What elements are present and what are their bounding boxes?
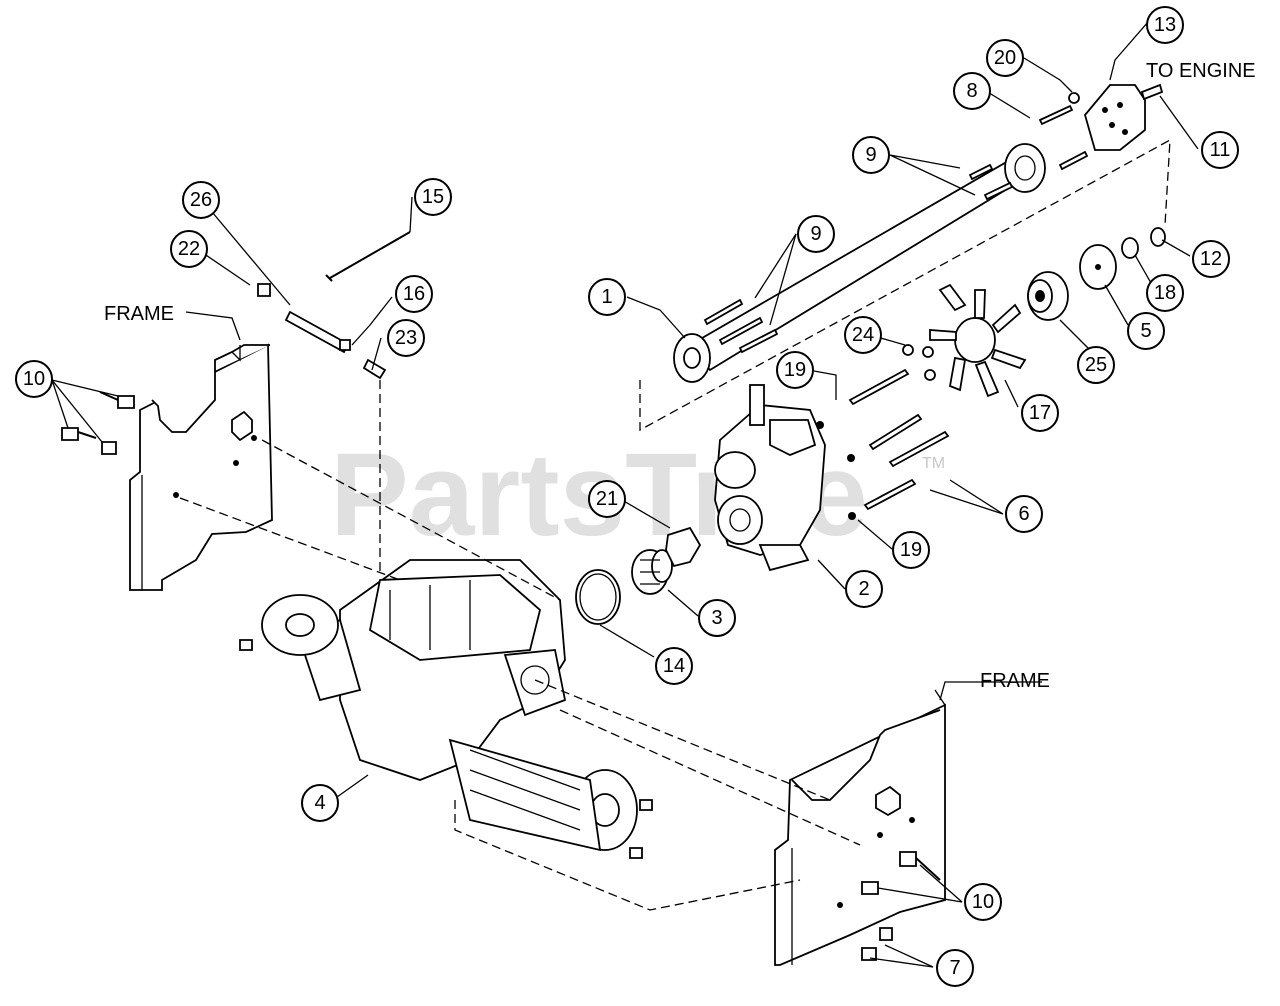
- callout-5: 5: [1127, 312, 1165, 350]
- svg-text:18: 18: [1154, 282, 1176, 304]
- svg-text:10: 10: [972, 891, 994, 913]
- fitting-tube: [284, 310, 350, 354]
- svg-text:26: 26: [190, 189, 212, 211]
- drive-shaft: [673, 143, 1046, 383]
- callout-9-top: 9: [852, 136, 890, 174]
- callout-21: 21: [588, 480, 626, 518]
- callout-8: 8: [953, 72, 991, 110]
- svg-text:7: 7: [949, 957, 960, 979]
- svg-text:12: 12: [1200, 248, 1222, 270]
- callout-10-right: 10: [964, 883, 1002, 921]
- drive-shaft-bolts: [703, 150, 1089, 354]
- svg-text:24: 24: [852, 324, 874, 346]
- hydraulic-pump: [714, 384, 856, 572]
- callout-15: 15: [414, 178, 452, 216]
- callout-24: 24: [844, 316, 882, 354]
- callout-23: 23: [387, 319, 425, 357]
- fitting: [257, 283, 387, 380]
- svg-text:25: 25: [1085, 354, 1107, 376]
- fan-hardware: [902, 344, 936, 381]
- alignment-lines: [179, 138, 1171, 911]
- svg-text:23: 23: [395, 327, 417, 349]
- svg-text:2: 2: [858, 578, 869, 600]
- callout-22: 22: [170, 230, 208, 268]
- engine-adapter-plate: [1084, 84, 1146, 151]
- svg-text:5: 5: [1140, 320, 1151, 342]
- to-engine-label: TO ENGINE: [1146, 60, 1256, 82]
- callout-19-bottom: 19: [892, 531, 930, 569]
- svg-text:17: 17: [1029, 402, 1051, 424]
- svg-text:21: 21: [596, 488, 618, 510]
- svg-text:19: 19: [784, 359, 806, 381]
- callout-9-mid: 9: [797, 215, 835, 253]
- callout-12: 12: [1192, 240, 1230, 278]
- svg-text:9: 9: [865, 144, 876, 166]
- frame-label-right: FRAME: [980, 670, 1050, 692]
- callout-3: 3: [698, 599, 736, 637]
- leader-lines: [51, 21, 1199, 968]
- cooling-fan: [929, 283, 1027, 398]
- svg-text:11: 11: [1210, 139, 1231, 161]
- gasket: [665, 526, 702, 568]
- callout-10-left: 10: [15, 360, 53, 398]
- svg-text:14: 14: [663, 655, 685, 677]
- svg-text:8: 8: [966, 80, 977, 102]
- transmission-assembly: [239, 559, 653, 859]
- svg-text:15: 15: [422, 186, 444, 208]
- coupling: [631, 549, 673, 595]
- svg-text:19: 19: [900, 539, 922, 561]
- callout-16: 16: [395, 275, 433, 313]
- svg-text:16: 16: [403, 283, 425, 305]
- washer-and-nut: [1121, 227, 1166, 259]
- pump-bolts: [848, 368, 950, 511]
- svg-text:10: 10: [23, 368, 45, 390]
- callout-4: 4: [301, 784, 339, 822]
- callout-6: 6: [1005, 495, 1043, 533]
- callout-19-top: 19: [776, 351, 814, 389]
- svg-text:9: 9: [810, 223, 821, 245]
- svg-text:4: 4: [314, 792, 325, 814]
- callout-13: 13: [1146, 6, 1184, 44]
- svg-text:20: 20: [994, 47, 1016, 69]
- left-frame-plate: [129, 343, 273, 591]
- svg-text:13: 13: [1154, 14, 1176, 36]
- callout-20: 20: [986, 39, 1024, 77]
- callout-18: 18: [1146, 274, 1184, 312]
- callout-14: 14: [655, 647, 693, 685]
- right-frame-plate: [774, 689, 946, 966]
- frame-label-left: FRAME: [104, 303, 174, 325]
- callout-1: 1: [588, 278, 626, 316]
- svg-text:22: 22: [178, 238, 200, 260]
- watermark-trademark: TM: [922, 455, 945, 472]
- callout-2: 2: [845, 570, 883, 608]
- rod: [325, 231, 411, 282]
- svg-text:3: 3: [711, 607, 722, 629]
- callout-26: 26: [182, 181, 220, 219]
- pulley: [1027, 271, 1069, 321]
- engine-pin: [1140, 83, 1164, 101]
- callout-17: 17: [1021, 394, 1059, 432]
- o-ring: [575, 569, 621, 625]
- callout-25: 25: [1077, 346, 1115, 384]
- frame-bolts-right: [861, 851, 941, 961]
- callout-11: 11: [1201, 131, 1239, 169]
- fan-plate: [1079, 244, 1117, 290]
- callout-7: 7: [936, 949, 974, 987]
- svg-text:6: 6: [1018, 503, 1029, 525]
- adapter-bolts: [1038, 92, 1080, 126]
- frame-bolts-left: [61, 391, 135, 455]
- svg-text:1: 1: [601, 286, 612, 308]
